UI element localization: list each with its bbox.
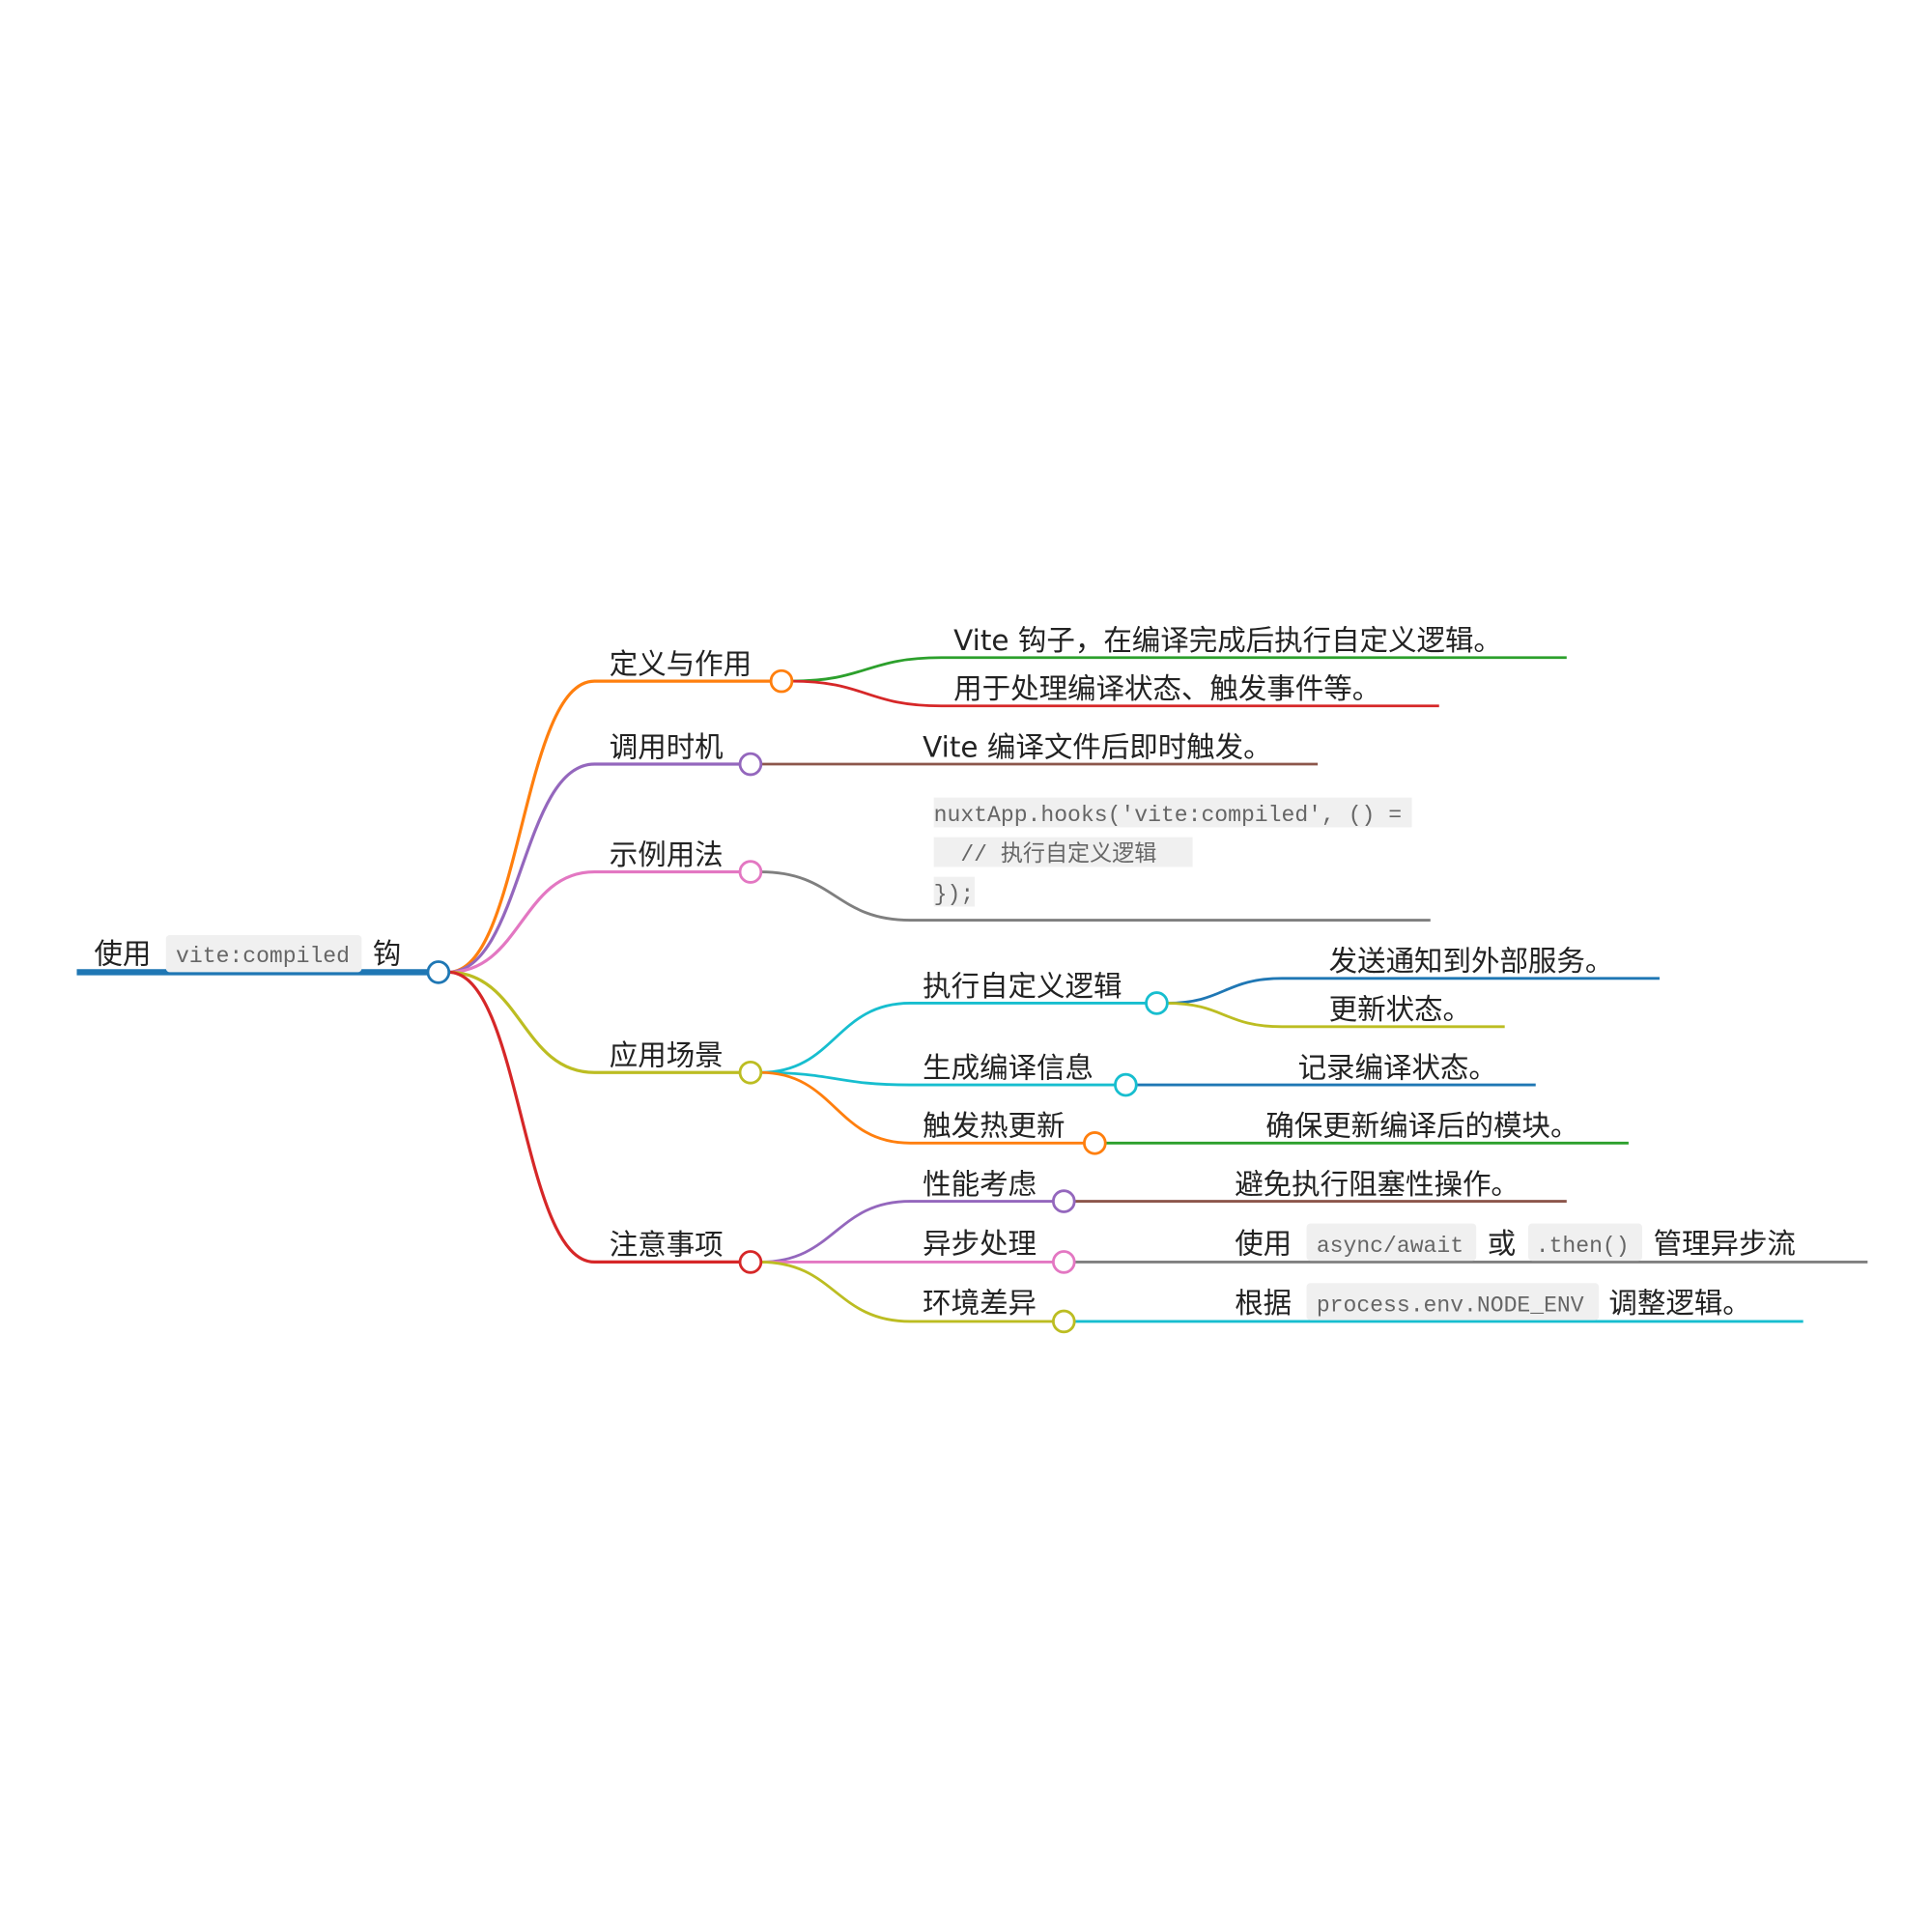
branch-definition[interactable]: 定义与作用 [610, 647, 752, 680]
branch-timing[interactable]: 调用时机 [610, 730, 724, 763]
leaf[interactable]: 记录编译状态。 [1298, 1051, 1497, 1084]
edge [1166, 977, 1660, 1005]
root-label-prefix: 使用 [94, 937, 151, 970]
node[interactable]: 触发热更新 [923, 1110, 1065, 1143]
code-bg [933, 876, 975, 907]
node-toggle[interactable] [1051, 1309, 1076, 1334]
node[interactable]: 性能考虑 [923, 1168, 1037, 1201]
edge [448, 762, 741, 975]
leaf[interactable]: Vite 钩子，在编译完成后执行自定义逻辑。 [953, 624, 1502, 657]
inline-code: process.env.NODE_ENV [1317, 1293, 1584, 1319]
node-toggle[interactable] [1145, 991, 1169, 1015]
edge [760, 1070, 1086, 1145]
node-toggle[interactable] [1114, 1072, 1138, 1097]
leaf-text: 根据 [1235, 1287, 1292, 1320]
code-line: nuxtApp.hooks('vite:compiled', () = [934, 803, 1402, 828]
node-toggle[interactable] [1051, 1189, 1076, 1213]
edge [448, 869, 741, 975]
node-toggle[interactable] [738, 1060, 763, 1085]
node-toggle[interactable] [1051, 1250, 1076, 1274]
edge [760, 1261, 1055, 1323]
edge [760, 1070, 1117, 1087]
branch-scenarios[interactable]: 应用场景 [610, 1039, 724, 1072]
leaf[interactable]: 发送通知到外部服务。 [1329, 945, 1614, 978]
code-bg [933, 797, 1412, 828]
code-bg [1528, 1223, 1642, 1262]
leaf[interactable]: Vite 编译文件后即时触发。 [923, 730, 1271, 763]
node-toggle[interactable] [769, 668, 794, 694]
branch-example[interactable]: 示例用法 [610, 838, 724, 871]
edge [791, 679, 1439, 708]
root-code: vite:compiled [176, 944, 350, 969]
node[interactable]: 异步处理 [923, 1227, 1037, 1260]
code-bg [1306, 1283, 1600, 1321]
code-line: }); [934, 882, 975, 907]
edge [760, 1200, 1055, 1264]
node-toggle[interactable] [426, 960, 451, 984]
leaf-text: 或 [1488, 1227, 1516, 1260]
node-toggle[interactable] [738, 1250, 763, 1274]
leaf[interactable]: 更新状态。 [1329, 993, 1471, 1026]
inline-code: .then() [1536, 1234, 1630, 1259]
branch-notes[interactable]: 注意事项 [610, 1229, 724, 1262]
leaf[interactable]: 确保更新编译后的模块。 [1265, 1110, 1578, 1143]
leaf[interactable]: 避免执行阻塞性操作。 [1235, 1168, 1520, 1201]
leaf-text: 使用 [1235, 1227, 1292, 1260]
node-toggle[interactable] [1083, 1131, 1107, 1155]
edge [1166, 1002, 1505, 1029]
root-label-suffix: 钩 [373, 937, 401, 970]
leaf-text: 调整逻辑。 [1608, 1287, 1750, 1320]
edge [448, 970, 741, 1264]
node-toggle[interactable] [738, 860, 763, 884]
code-line: // 执行自定义逻辑 [934, 841, 1157, 867]
node-toggle[interactable] [738, 752, 763, 777]
node[interactable]: 环境差异 [923, 1287, 1037, 1320]
edge [448, 970, 741, 1074]
code-bg [1306, 1223, 1477, 1262]
leaf[interactable]: 用于处理编译状态、触发事件等。 [953, 672, 1380, 705]
node[interactable]: 生成编译信息 [923, 1051, 1094, 1084]
node[interactable]: 执行自定义逻辑 [923, 970, 1122, 1003]
edge [791, 656, 1567, 683]
edge [760, 1002, 1148, 1074]
edge [760, 870, 1431, 922]
code-bg [933, 837, 1193, 867]
root-code-bg [165, 934, 362, 973]
inline-code: async/await [1317, 1234, 1463, 1259]
leaf-text: 管理异步流 [1654, 1227, 1796, 1260]
edge [448, 679, 772, 975]
